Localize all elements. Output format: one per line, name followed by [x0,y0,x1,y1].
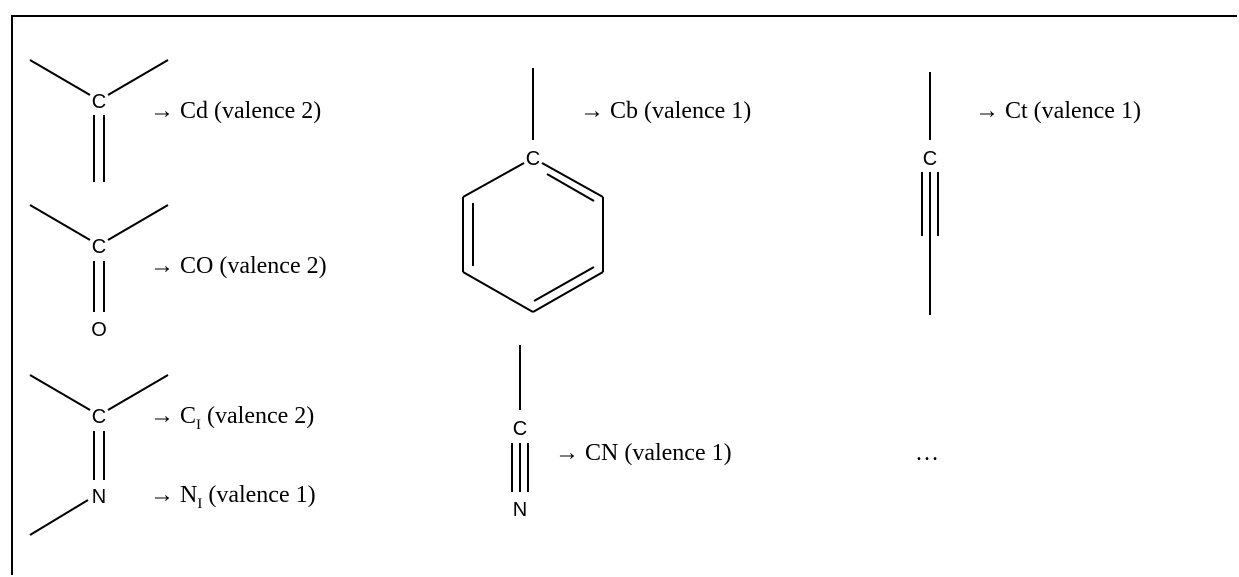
cn-structure: C N [511,345,529,521]
cd-structure: C [29,59,169,182]
ring-bond [541,162,604,198]
ci-label-subscript: I [196,417,201,433]
atom-c: C [92,236,106,258]
atom-c: C [526,148,540,170]
ni-label-subscript: I [197,496,202,512]
ring-bond [462,162,525,198]
co-label: → CO (valence 2) [150,253,327,279]
ci-structure: C N [29,374,169,536]
ci-label: → CI (valence 2) [150,403,314,433]
bond [29,204,91,241]
ni-label: → NI (valence 1) [150,482,316,512]
ni-label-valence: (valence 1) [202,482,315,508]
bond [107,59,169,96]
bond [107,374,169,411]
ring-inner-bond [533,266,595,302]
bond [29,499,89,536]
bond [29,59,91,96]
ring-inner-bond [546,173,595,202]
ni-label-main: → N [150,482,197,508]
cd-label: → Cd (valence 2) [150,98,321,124]
atom-c: C [92,406,106,428]
atom-n: N [92,486,106,508]
bond [29,374,91,411]
atom-c: C [923,148,937,170]
ct-structure: C [921,72,939,315]
cb-label: → Cb (valence 1) [580,98,751,124]
ring-bond [532,271,604,313]
bond [107,204,169,241]
atom-c: C [513,418,527,440]
atom-n: N [513,499,527,521]
more-ellipsis: … [915,440,939,466]
atom-c: C [92,91,106,113]
diagram-frame [11,15,1237,575]
ci-label-main: → C [150,403,196,429]
co-structure: C O [29,204,169,341]
ci-label-valence: (valence 2) [201,403,314,429]
ring-bond [462,271,534,313]
cn-label: → CN (valence 1) [555,440,732,466]
ct-label: → Ct (valence 1) [975,98,1141,124]
cb-structure: C [462,68,604,313]
atom-o: O [91,319,107,341]
